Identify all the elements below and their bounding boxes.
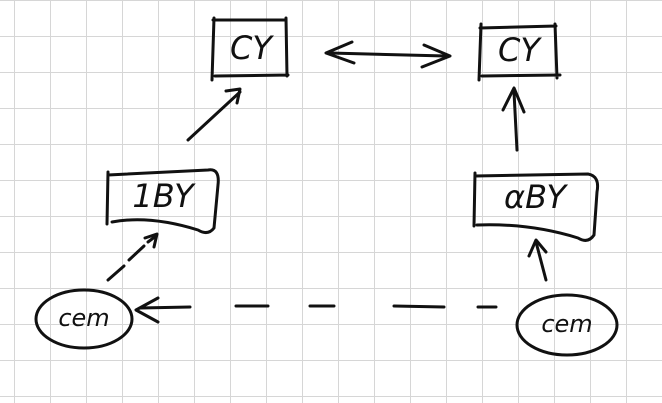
edge-by-left-cy-left [186, 87, 242, 142]
node-label-by-left: 1BY [132, 177, 194, 215]
node-label-cem-left: cem [58, 304, 110, 332]
edge-cem-right-cem-left [134, 296, 498, 324]
edge-cy-left-cy-right [324, 40, 452, 69]
edge-cem-right-by-right [527, 238, 548, 282]
node-label-by-right: αBY [503, 178, 567, 216]
node-box-by-right [472, 171, 600, 242]
node-label-cy-right: CY [498, 31, 540, 69]
node-ellipse-cem-left [34, 288, 134, 350]
node-label-cem-right: cem [541, 310, 593, 338]
edge-cem-left-by-left [106, 232, 159, 282]
node-box-cy-right [477, 22, 562, 82]
node-label-cy-left: CY [230, 29, 272, 67]
edge-by-right-cy-right [501, 86, 526, 152]
node-box-by-left [105, 168, 220, 235]
node-box-cy-left [210, 16, 290, 82]
node-ellipse-cem-right [515, 293, 619, 357]
